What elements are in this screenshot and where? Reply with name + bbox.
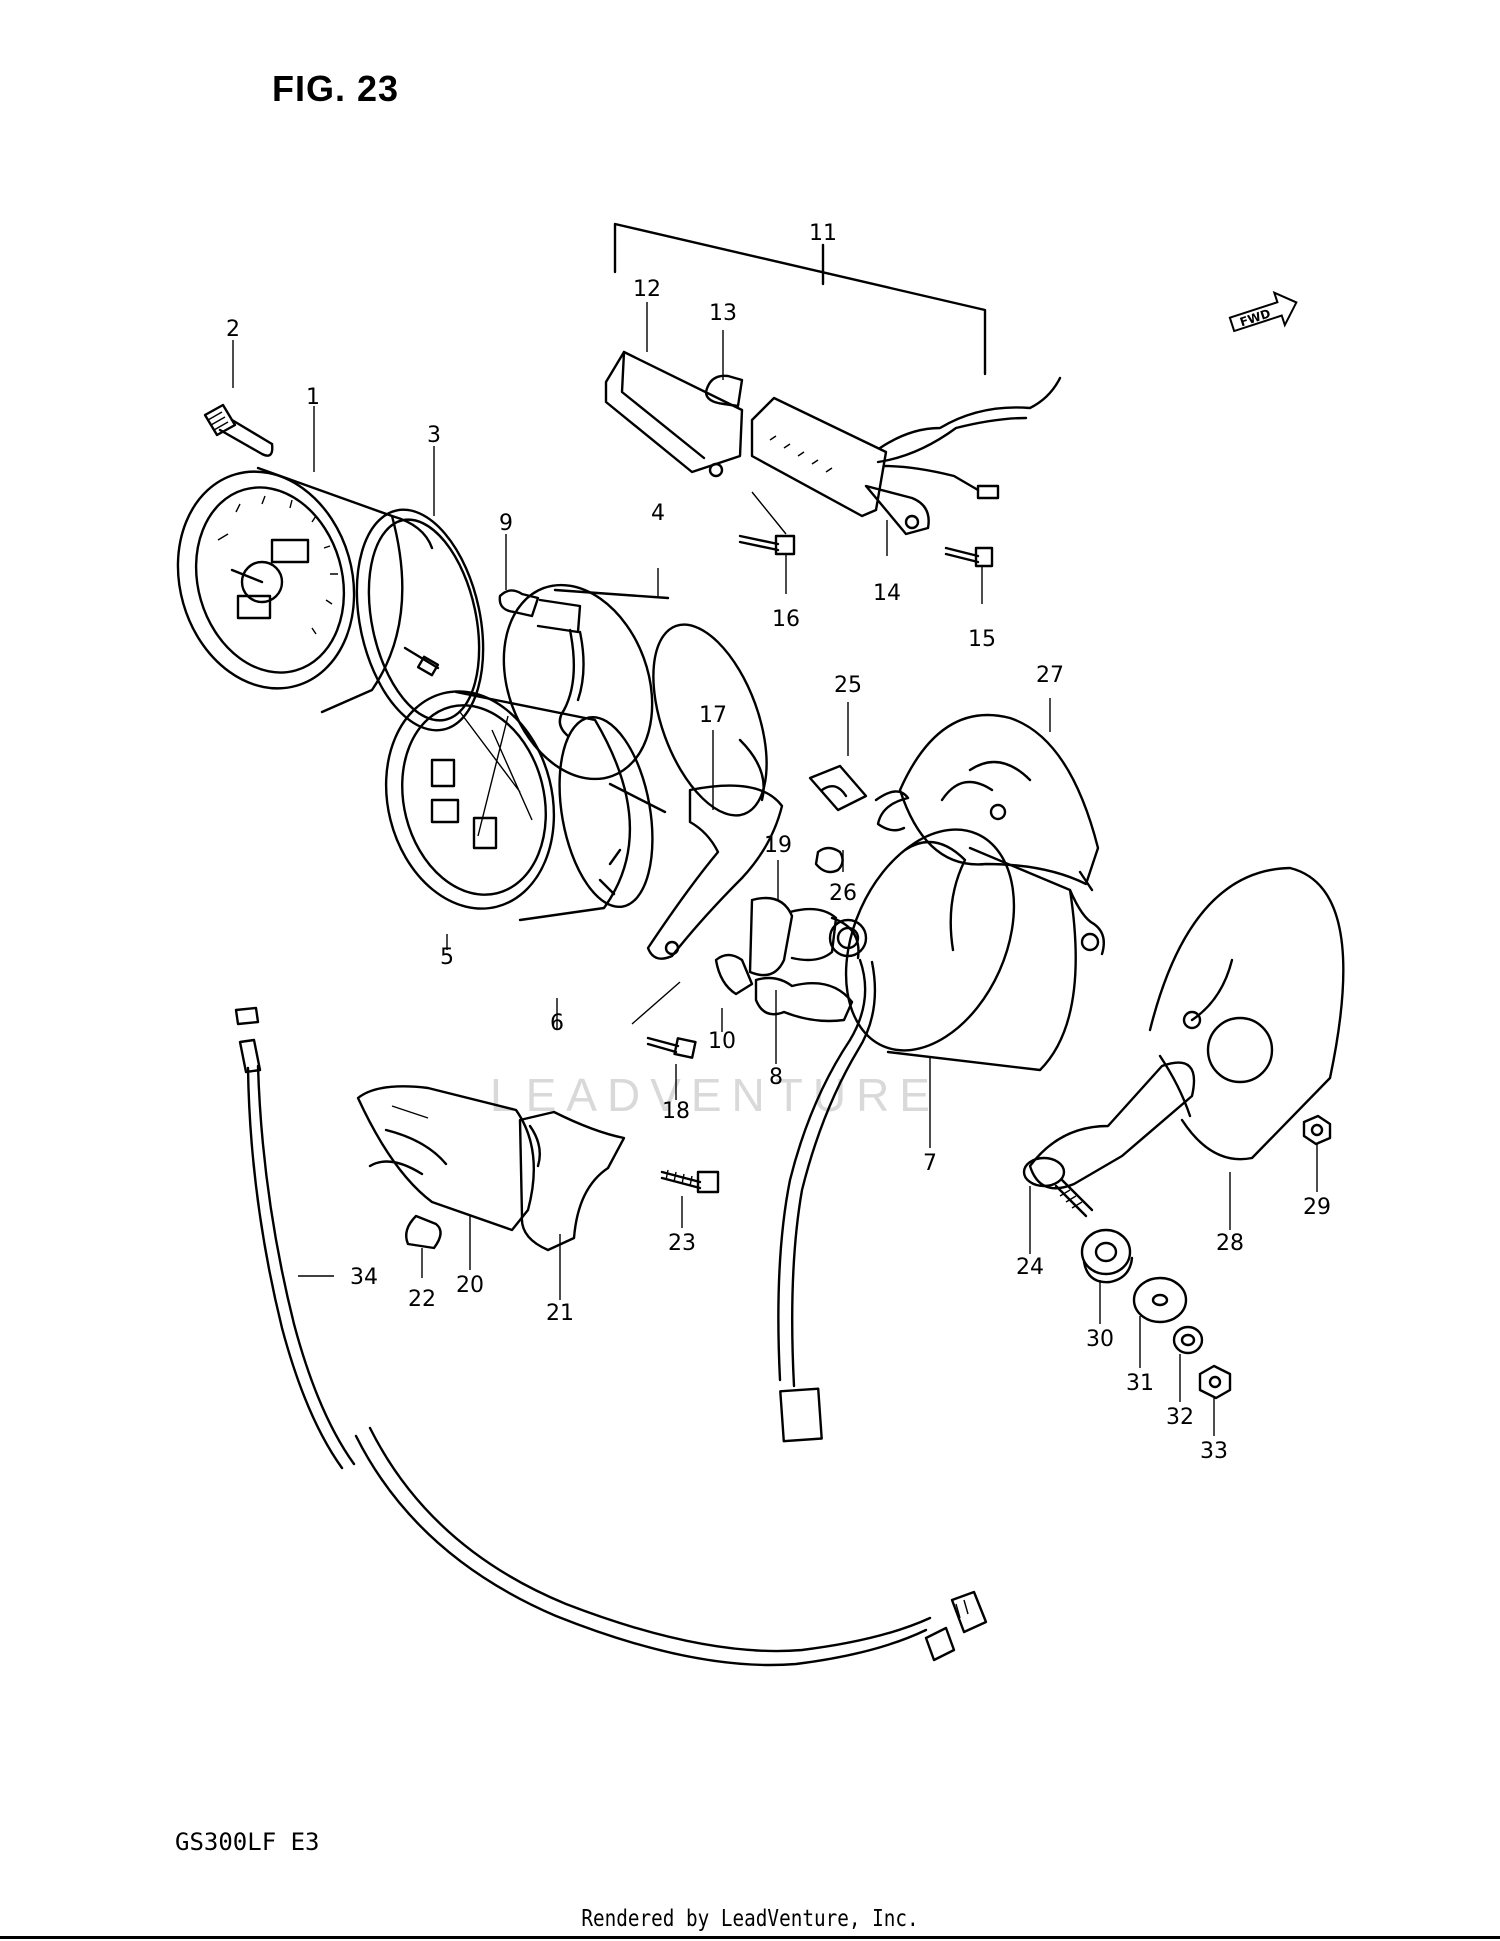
callout-24: 24	[1016, 1255, 1044, 1280]
part-17-bracket-plate	[646, 784, 784, 960]
watermark: LEADVENTURE	[490, 1069, 940, 1121]
part-24-meter-bracket	[1022, 1061, 1196, 1218]
part-31-washer	[1132, 1276, 1188, 1324]
callout-34: 34	[350, 1265, 378, 1290]
part-12-indicator-bracket	[604, 350, 744, 478]
part-14-indicator-panel	[750, 376, 1062, 536]
part-1-speedometer	[176, 466, 440, 714]
part-18-screw	[631, 981, 697, 1059]
part-13-bulb	[704, 374, 744, 408]
callout-8: 8	[769, 1065, 783, 1090]
part-33-nut	[1198, 1364, 1232, 1400]
part-6-rubber-cushion	[558, 715, 654, 909]
part-20-switch-cover	[356, 1085, 536, 1232]
part-30-cushion	[1080, 1228, 1134, 1284]
callout-7: 7	[923, 1151, 937, 1176]
callout-9: 9	[499, 511, 513, 536]
part-10-bulb	[714, 953, 754, 996]
part-8-wiring-harness	[754, 958, 877, 1443]
fwd-label: FWD	[1238, 306, 1272, 329]
part-16-screw	[738, 491, 796, 556]
callout-25: 25	[834, 673, 862, 698]
callout-12: 12	[633, 277, 661, 302]
callout-10: 10	[708, 1029, 736, 1054]
part-15-screw	[944, 546, 994, 568]
callout-31: 31	[1126, 1371, 1154, 1396]
footer-credit: Rendered by LeadVenture, Inc.	[581, 1906, 919, 1932]
callout-17: 17	[699, 703, 727, 728]
part-25-grommet	[808, 764, 868, 812]
part-26-bulb	[814, 846, 844, 874]
part-22-clamp	[405, 1214, 442, 1250]
part-9-bulb-socket	[498, 589, 585, 738]
callout-13: 13	[709, 301, 737, 326]
callout-14: 14	[873, 581, 901, 606]
callout-30: 30	[1086, 1327, 1114, 1352]
part-4-meter-case	[502, 583, 768, 817]
callout-29: 29	[1303, 1195, 1331, 1220]
model-code: GS300LF E3	[175, 1828, 320, 1856]
callout-1: 1	[306, 385, 320, 410]
part-21-rubber-boot	[518, 1110, 626, 1252]
callout-21: 21	[546, 1301, 574, 1326]
part-27-upper-cover	[898, 713, 1100, 892]
callout-15: 15	[968, 627, 996, 652]
callout-16: 16	[772, 607, 800, 632]
part-19-bulb-socket	[748, 896, 868, 977]
callout-28: 28	[1216, 1231, 1244, 1256]
callout-18: 18	[662, 1099, 690, 1124]
callout-26: 26	[829, 881, 857, 906]
part-5-tachometer	[384, 690, 632, 922]
callout-5: 5	[440, 945, 454, 970]
part-32-lock-washer	[1172, 1325, 1204, 1355]
figure-title: FIG. 23	[272, 68, 400, 109]
part-25-clip	[874, 790, 910, 832]
callout-11: 11	[809, 221, 837, 246]
part-11-bracket	[613, 222, 987, 376]
part-2-cable-bulb	[203, 403, 274, 457]
footer-divider	[0, 1936, 1500, 1939]
callout-6: 6	[550, 1011, 564, 1036]
callout-23: 23	[668, 1231, 696, 1256]
part-29-nut	[1302, 1114, 1332, 1146]
part-34-speedometer-cable	[234, 1006, 988, 1667]
callout-20: 20	[456, 1273, 484, 1298]
callout-4: 4	[651, 501, 665, 526]
callout-22: 22	[408, 1287, 436, 1312]
callout-3: 3	[427, 423, 441, 448]
leader-lines	[232, 302, 1318, 1436]
callout-labels: 1 2 3 4 5 6 7 8 9 10 11 12 13 14 15 16 1…	[226, 221, 1331, 1464]
callout-32: 32	[1166, 1405, 1194, 1430]
fwd-arrow-icon: FWD	[1228, 290, 1298, 333]
part-7-meter-housing	[844, 828, 1105, 1072]
callout-27: 27	[1036, 663, 1064, 688]
callout-19: 19	[764, 833, 792, 858]
part-23-screw	[660, 1169, 720, 1194]
callout-33: 33	[1200, 1439, 1228, 1464]
part-3-gasket	[355, 508, 485, 732]
part-28-lower-cover	[1148, 866, 1345, 1161]
callout-2: 2	[226, 317, 240, 342]
